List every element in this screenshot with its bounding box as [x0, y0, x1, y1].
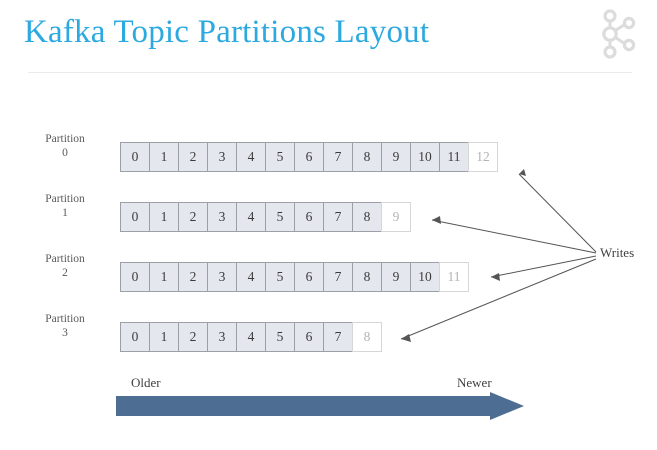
next-offset-cell: 11 — [439, 262, 469, 292]
offset-cell: 0 — [120, 262, 150, 292]
offset-cell: 4 — [236, 142, 266, 172]
offset-cell: 1 — [149, 142, 179, 172]
partition-label-2: Partition 2 — [22, 252, 108, 280]
offset-cell: 2 — [178, 262, 208, 292]
offset-cell: 5 — [265, 322, 295, 352]
page-title: Kafka Topic Partitions Layout — [24, 14, 430, 50]
offset-cell: 6 — [294, 202, 324, 232]
offset-cell: 6 — [294, 142, 324, 172]
partition-label-text-3: Partition — [45, 313, 85, 325]
arrowhead-partition-1 — [432, 216, 441, 224]
partition-cells-0: 0 1 2 3 4 5 6 7 8 9 10 11 12 — [120, 142, 498, 172]
offset-cell: 8 — [352, 202, 382, 232]
arrowhead-partition-3 — [401, 334, 411, 342]
partition-number-0: 0 — [62, 147, 68, 159]
offset-cell: 2 — [178, 202, 208, 232]
partition-label-3: Partition 3 — [22, 312, 108, 340]
kafka-logo-icon — [602, 9, 636, 59]
writes-connector-partition-2 — [490, 255, 597, 278]
offset-cell: 4 — [236, 322, 266, 352]
partition-label-text-1: Partition — [45, 193, 85, 205]
offset-cell: 2 — [178, 142, 208, 172]
next-offset-cell: 12 — [468, 142, 498, 172]
newer-label: Newer — [457, 375, 492, 390]
offset-cell: 9 — [381, 142, 411, 172]
offset-cell: 6 — [294, 262, 324, 292]
arrowhead-partition-0 — [519, 169, 526, 176]
next-offset-cell: 8 — [352, 322, 382, 352]
arrowhead-partition-2 — [491, 273, 500, 281]
offset-cell: 10 — [410, 262, 440, 292]
offset-cell: 3 — [207, 202, 237, 232]
offset-cell: 3 — [207, 322, 237, 352]
offset-cell: 6 — [294, 322, 324, 352]
offset-cell: 3 — [207, 142, 237, 172]
offset-cell: 0 — [120, 202, 150, 232]
offset-cell: 5 — [265, 262, 295, 292]
offset-cell: 8 — [352, 262, 382, 292]
offset-cell: 7 — [323, 262, 353, 292]
offset-cell: 8 — [352, 142, 382, 172]
partition-cells-3: 0 1 2 3 4 5 6 7 8 — [120, 322, 382, 352]
title-divider — [28, 72, 632, 73]
offset-cell: 0 — [120, 142, 150, 172]
next-offset-cell: 9 — [381, 202, 411, 232]
offset-cell: 7 — [323, 322, 353, 352]
writes-label: Writes — [600, 245, 635, 260]
offset-cell: 9 — [381, 262, 411, 292]
partition-label-0: Partition 0 — [22, 132, 108, 160]
offset-cell: 1 — [149, 202, 179, 232]
offset-cell: 1 — [149, 262, 179, 292]
partition-label-1: Partition 1 — [22, 192, 108, 220]
offset-cell: 11 — [439, 142, 469, 172]
offset-cell: 5 — [265, 142, 295, 172]
offset-cell: 2 — [178, 322, 208, 352]
offset-cell: 7 — [323, 202, 353, 232]
partition-label-text-2: Partition — [45, 253, 85, 265]
partition-label-text-0: Partition — [45, 133, 85, 145]
partition-cells-1: 0 1 2 3 4 5 6 7 8 9 — [120, 202, 411, 232]
older-label: Older — [131, 375, 161, 390]
offset-cell: 5 — [265, 202, 295, 232]
offset-cell: 7 — [323, 142, 353, 172]
partition-number-2: 2 — [62, 267, 68, 279]
offset-cell: 4 — [236, 202, 266, 232]
time-direction-arrow — [116, 392, 524, 420]
offset-cell: 3 — [207, 262, 237, 292]
partition-number-3: 3 — [62, 327, 68, 339]
partition-number-1: 1 — [62, 207, 68, 219]
offset-cell: 10 — [410, 142, 440, 172]
offset-cell: 1 — [149, 322, 179, 352]
offset-cell: 4 — [236, 262, 266, 292]
writes-connector-partition-1 — [431, 219, 597, 254]
writes-connector-partition-0 — [518, 173, 597, 253]
partition-cells-2: 0 1 2 3 4 5 6 7 8 9 10 11 — [120, 262, 469, 292]
offset-cell: 0 — [120, 322, 150, 352]
